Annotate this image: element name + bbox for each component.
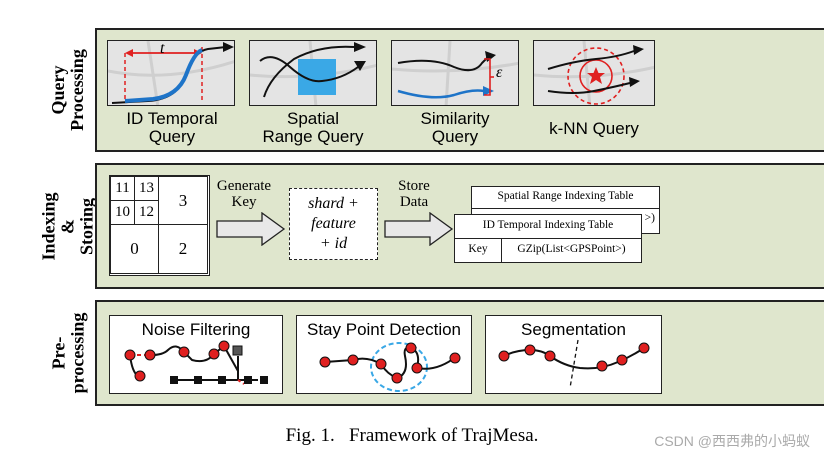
id-temporal-table-title: ID Temporal Indexing Table [482, 219, 614, 231]
row-label-indexing-text: Indexing & Storing [38, 191, 97, 261]
id-temporal-illustration [107, 40, 235, 106]
grid-cell-13: 13 [134, 176, 159, 201]
grid-cell-12: 12 [134, 200, 159, 225]
knn-illustration [533, 40, 655, 106]
spatial-range-table-fragment: >) [644, 212, 655, 224]
similarity-illustration [391, 40, 519, 106]
csdn-watermark: CSDN @西西弗的小蚂蚁 [654, 433, 810, 449]
generate-key-label: Generate Key [216, 178, 272, 210]
table-key-column: Key [468, 243, 488, 255]
generate-key-arrow [216, 212, 286, 246]
noise-filtering-box: Noise Filtering [109, 315, 283, 394]
id-temporal-query-label: ID Temporal Query [126, 109, 218, 146]
grid-cell-2: 2 [158, 224, 208, 274]
spatial-range-table-title: Spatial Range Indexing Table [497, 190, 634, 202]
spatial-range-illustration [249, 40, 377, 106]
grid-cell-0: 0 [110, 224, 159, 274]
grid-cell-11: 11 [110, 176, 135, 201]
row-label-query: Query Processing [40, 28, 96, 152]
similarity-query-label: Similarity Query [420, 109, 490, 146]
table-value-column: GZip(List<GPSPoint>) [517, 243, 626, 255]
segmentation-box: Segmentation [485, 315, 662, 394]
row-label-pre-text: Pre- processing [48, 312, 87, 394]
grid-cell-3: 3 [158, 176, 208, 225]
temporal-t-symbol: t [160, 40, 165, 57]
id-temporal-indexing-table: ID Temporal Indexing Table Key GZip(List… [454, 214, 642, 263]
spatial-grid: 11 13 10 12 3 0 2 [109, 175, 210, 276]
spatial-range-query-label: Spatial Range Query [262, 109, 364, 146]
noise-filtering-title: Noise Filtering [141, 320, 251, 339]
key-composition-box: shard + feature + id [289, 188, 378, 260]
row-label-pre: Pre- processing [40, 300, 96, 406]
row-label-indexing: Indexing & Storing [38, 163, 97, 289]
grid-cell-10: 10 [110, 200, 135, 225]
row-label-query-text: Query Processing [48, 49, 88, 131]
figure-caption: Fig. 1. Framework of TrajMesa. [285, 425, 539, 446]
store-data-arrow [384, 212, 454, 246]
similarity-epsilon-symbol: ε [496, 64, 503, 81]
store-data-label: Store Data [398, 178, 430, 210]
stay-point-detection-title: Stay Point Detection [306, 320, 462, 339]
stay-point-detection-box: Stay Point Detection [296, 315, 472, 394]
knn-query-label: k-NN Query [549, 119, 639, 138]
segmentation-title: Segmentation [521, 320, 626, 339]
